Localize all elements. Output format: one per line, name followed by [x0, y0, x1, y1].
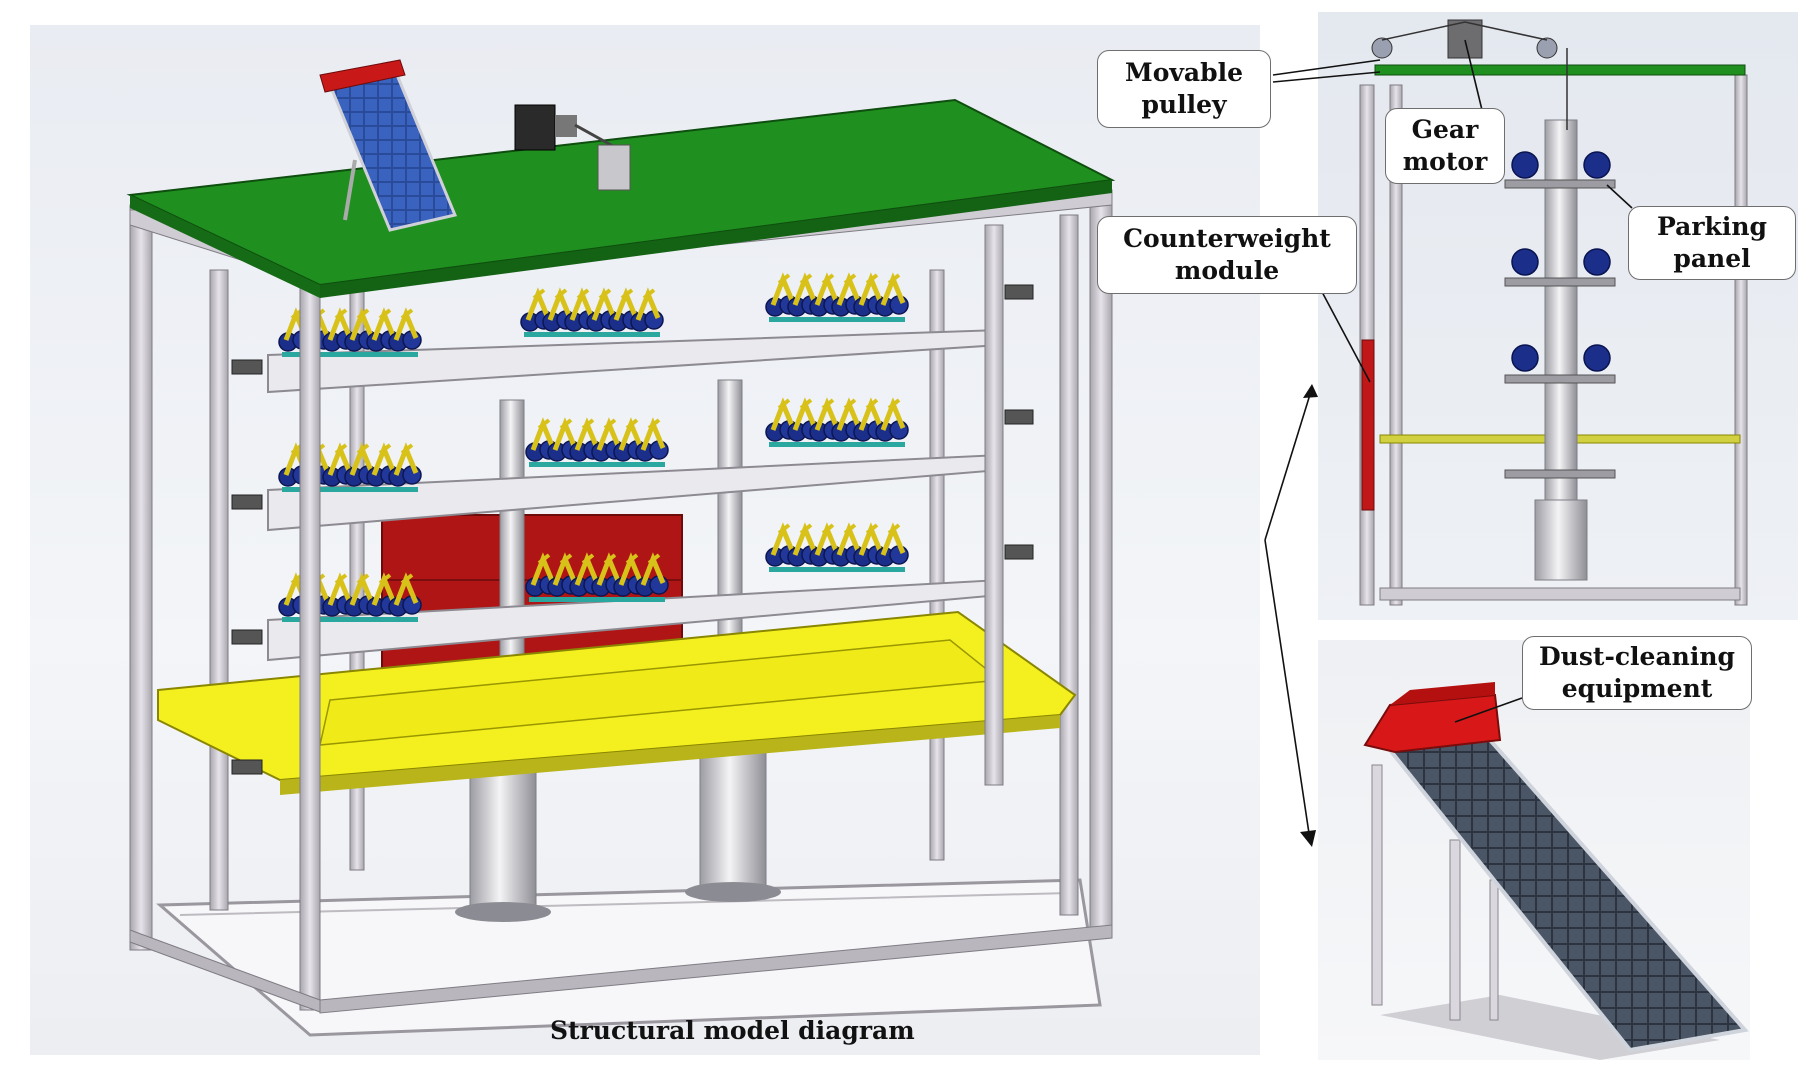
arrow-heads	[1300, 384, 1318, 847]
bicycles-middle-center	[526, 420, 668, 467]
label-movable-pulley: Movable pulley	[1097, 50, 1271, 128]
main-structure-model	[126, 59, 1116, 1037]
side-elevation-view	[1359, 19, 1748, 606]
bicycles-top-center	[521, 290, 663, 337]
bicycles-middle-right	[766, 400, 908, 447]
view-link-arrow	[1264, 387, 1313, 541]
counterweight-module-bar	[1361, 339, 1375, 511]
lift-cylinder-left	[469, 759, 537, 911]
parking-panel-2	[1504, 277, 1616, 287]
label-gear-motor: Gear motor	[1385, 108, 1505, 184]
roof-panel-cleaner	[319, 59, 406, 93]
label-parking-panel: Parking panel	[1628, 206, 1796, 280]
bicycles-top-right	[766, 275, 908, 322]
figure-caption: Structural model diagram	[550, 1016, 915, 1045]
roof-gear-motor	[514, 104, 556, 151]
label-dust-cleaning-equipment: Dust-cleaning equipment	[1522, 636, 1752, 710]
solar-panel-array	[1386, 737, 1749, 1053]
parking-panel-3	[1504, 374, 1616, 384]
lift-cylinder-right	[699, 739, 767, 891]
movable-pulley-right	[1536, 37, 1558, 59]
movable-pulley-left	[1371, 37, 1393, 59]
solar-cleaning-view	[1363, 682, 1749, 1060]
parking-panel-1	[1504, 179, 1616, 189]
gear-motor-block	[1447, 19, 1483, 59]
label-counterweight-module: Counterweight module	[1097, 216, 1357, 294]
dust-cleaning-brush	[1363, 693, 1502, 754]
bicycles-bottom-right	[766, 525, 908, 572]
